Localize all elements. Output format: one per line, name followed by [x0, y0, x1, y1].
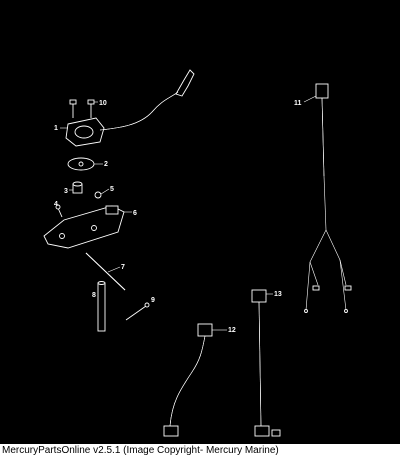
part-13-lead[interactable] [251, 289, 281, 437]
callout-7-label: 7 [121, 264, 125, 271]
part-7-rod[interactable] [85, 252, 126, 291]
callout-5: 5 [100, 186, 114, 195]
part-9-cotter[interactable] [125, 302, 150, 321]
callout-2-label: 2 [104, 161, 108, 168]
callout-1-label: 1 [54, 125, 58, 132]
callout-11: 11 [294, 95, 317, 107]
part-8-pin[interactable] [97, 281, 106, 332]
callout-8-label: 8 [92, 292, 96, 299]
exploded-parts-diagram: 1 2 3 4 5 6 7 8 9 10 11 12 13 [43, 69, 352, 437]
callout-9-label: 9 [151, 297, 155, 304]
callout-2: 2 [94, 161, 108, 168]
callout-1: 1 [54, 125, 68, 132]
callout-5-label: 5 [110, 186, 114, 193]
part-5-nut[interactable] [94, 191, 102, 199]
part-1-sensor[interactable] [65, 69, 195, 147]
part-4-screw[interactable] [55, 204, 63, 218]
callout-4-label: 4 [54, 201, 58, 208]
callout-3: 3 [64, 188, 73, 195]
part-12-lead[interactable] [163, 323, 213, 437]
callout-9: 9 [151, 297, 155, 304]
callout-8: 8 [92, 292, 96, 299]
part-2-plate[interactable] [67, 157, 95, 171]
callout-7: 7 [107, 264, 125, 273]
callout-11-label: 11 [294, 100, 302, 107]
callout-6-label: 6 [133, 210, 137, 217]
callout-13: 13 [266, 291, 282, 298]
callout-12-label: 12 [228, 327, 236, 334]
part-3-bushing[interactable] [72, 181, 83, 194]
part-10-screws[interactable] [69, 99, 95, 118]
callout-12: 12 [212, 327, 236, 334]
callout-10: 10 [94, 100, 107, 107]
copyright-caption: MercuryPartsOnline v2.5.1 (Image Copyrig… [0, 444, 400, 458]
part-11-harness[interactable] [304, 83, 352, 313]
callout-13-label: 13 [274, 291, 282, 298]
part-6-bracket[interactable] [43, 205, 125, 249]
callout-3-label: 3 [64, 188, 68, 195]
callout-6: 6 [124, 210, 137, 217]
callout-10-label: 10 [99, 100, 107, 107]
callout-4: 4 [54, 201, 58, 208]
